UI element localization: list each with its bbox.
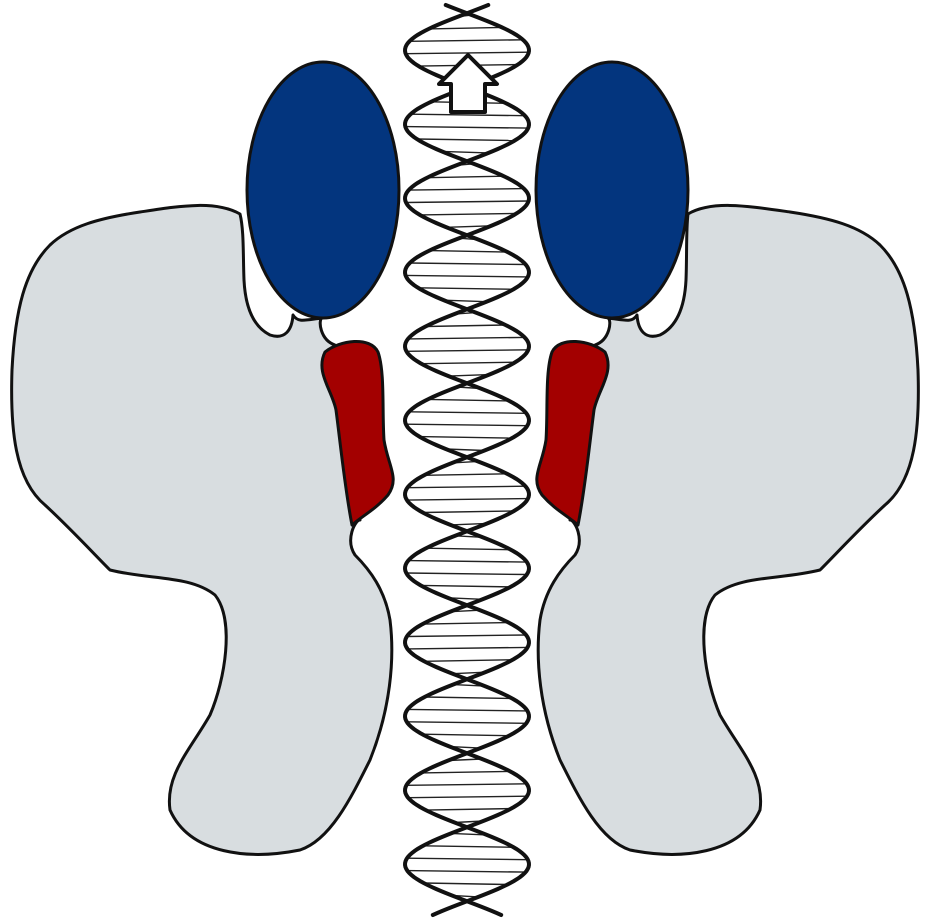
dna-base-pair-63 bbox=[408, 796, 527, 798]
dna-base-pair-31 bbox=[428, 399, 510, 401]
dna-base-pair-26 bbox=[408, 337, 525, 339]
dna-base-pair-10 bbox=[417, 139, 515, 141]
dna-base-pair-45 bbox=[406, 573, 527, 575]
dna-base-pair-62 bbox=[406, 784, 526, 786]
dna-base-pair-67 bbox=[423, 846, 514, 848]
dna-base-pair-20 bbox=[410, 263, 526, 265]
right-blue-domain bbox=[536, 62, 688, 318]
right-protein-subunit bbox=[536, 62, 918, 854]
dna-base-pair-9 bbox=[405, 127, 528, 129]
dna-base-pair-43 bbox=[426, 548, 511, 550]
dna-base-pair-27 bbox=[406, 350, 528, 352]
dna-base-pair-37 bbox=[424, 474, 507, 476]
dna-base-pair-14 bbox=[409, 189, 524, 191]
dna-base-pair-55 bbox=[425, 697, 513, 699]
dna-base-pair-13 bbox=[427, 176, 504, 178]
dna-base-pair-70 bbox=[424, 883, 508, 885]
dna-base-pair-32 bbox=[409, 412, 526, 414]
dna-double-helix bbox=[405, 5, 529, 915]
dna-base-pair-50 bbox=[407, 635, 526, 637]
dna-base-pair-64 bbox=[426, 809, 511, 811]
dna-base-pair-28 bbox=[421, 362, 515, 364]
dna-base-pair-1 bbox=[429, 27, 502, 29]
dna-base-pair-58 bbox=[422, 734, 509, 736]
dna-base-pair-33 bbox=[406, 424, 527, 426]
dna-base-pair-49 bbox=[423, 623, 509, 625]
left-blue-domain bbox=[247, 62, 399, 318]
dna-base-pair-22 bbox=[418, 288, 513, 290]
dna-base-pair-68 bbox=[407, 858, 528, 860]
dna-base-pair-8 bbox=[411, 114, 525, 116]
dna-base-pair-38 bbox=[407, 486, 525, 488]
dna-base-pair-15 bbox=[406, 201, 529, 203]
dna-base-pair-39 bbox=[407, 499, 528, 501]
dna-base-pair-52 bbox=[424, 660, 512, 662]
dna-base-pair-19 bbox=[429, 251, 507, 253]
dna-base-pair-51 bbox=[407, 647, 527, 649]
dna-base-pair-2 bbox=[409, 40, 523, 42]
dna-base-pair-69 bbox=[407, 871, 525, 873]
dna-base-pair-46 bbox=[421, 585, 511, 587]
dna-base-pair-57 bbox=[407, 722, 527, 724]
dna-base-pair-61 bbox=[421, 771, 510, 773]
dna-base-pair-25 bbox=[426, 325, 506, 327]
dna-base-pair-56 bbox=[408, 709, 528, 711]
dna-base-pair-34 bbox=[419, 437, 512, 439]
dna-base-pair-21 bbox=[406, 275, 528, 277]
dna-base-pair-44 bbox=[408, 561, 527, 563]
left-protein-subunit bbox=[12, 62, 399, 854]
dna-base-pair-16 bbox=[420, 213, 517, 215]
dna-base-pair-40 bbox=[423, 511, 514, 513]
